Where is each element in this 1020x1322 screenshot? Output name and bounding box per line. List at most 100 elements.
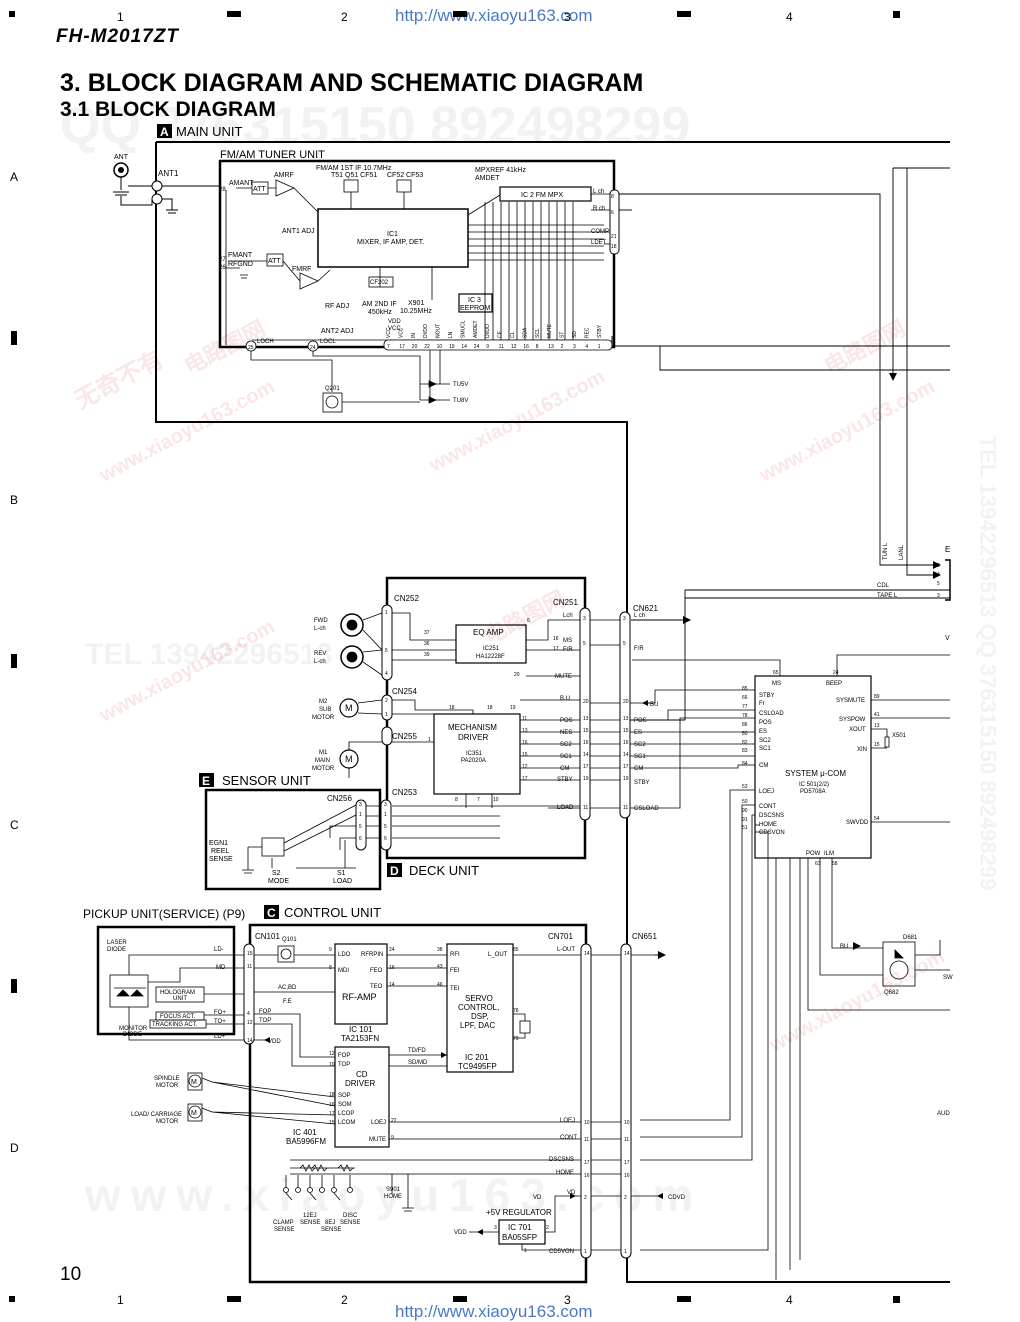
svg-text:16: 16 xyxy=(329,1102,335,1108)
servo-title-3: DSP, xyxy=(471,1012,489,1021)
servo-rfi: RFI xyxy=(450,952,460,958)
svg-text:1: 1 xyxy=(624,1249,627,1255)
tuner-pin-6: 6 xyxy=(611,210,614,216)
tuner-bottom-label: SCL xyxy=(535,328,541,338)
fmrf-amp-icon xyxy=(300,273,318,289)
tu5v-label: TU5V xyxy=(453,382,468,388)
tuner-bottom-pin: 12 xyxy=(511,344,517,350)
main-motor-m: M xyxy=(345,754,353,764)
audio-select-labels: TUN L LANL CDL TAPE L E V 2 5 4 3 xyxy=(877,542,950,642)
svg-text:8: 8 xyxy=(329,965,332,971)
sdmd-label: SD/MD xyxy=(408,1060,428,1066)
home-label: HOME xyxy=(556,1170,574,1176)
deck-nes: NES xyxy=(560,730,572,736)
ic401-label: IC 401 xyxy=(293,1128,317,1137)
hologram-label-2: UNIT xyxy=(173,996,187,1002)
svg-text:11: 11 xyxy=(584,1137,589,1143)
rf-teo: TEO xyxy=(370,984,383,990)
control-letter: C xyxy=(267,906,276,920)
svg-text:10: 10 xyxy=(329,1062,335,1068)
svg-text:18: 18 xyxy=(487,705,493,711)
svg-text:13: 13 xyxy=(583,716,589,722)
ej8-label-1: 8EJ xyxy=(325,1220,335,1226)
cn621-stby: STBY xyxy=(634,780,650,786)
switch-contact-icon xyxy=(348,1188,353,1193)
cn255-connector xyxy=(382,727,392,745)
svg-text:16: 16 xyxy=(583,740,589,746)
att-fm-label: ATT xyxy=(268,258,281,265)
cn621-sc2: SC2 xyxy=(634,742,646,748)
cn253-label: CN253 xyxy=(392,788,417,797)
deck-label: DECK UNIT xyxy=(409,863,479,878)
focus-act-label: FOCUS ACT. xyxy=(160,1014,196,1020)
eeprom-label: EEPROM xyxy=(460,305,491,312)
q682-transistor-icon xyxy=(890,961,908,979)
svg-text:6: 6 xyxy=(359,836,362,842)
m2-label: M2 xyxy=(319,699,328,705)
svg-text:5: 5 xyxy=(359,824,362,830)
cn251-connector xyxy=(580,608,590,820)
svg-text:1: 1 xyxy=(384,812,387,818)
pickup-label: PICKUP UNIT(SERVICE) (P9) xyxy=(83,907,245,921)
ucom-cm: CM xyxy=(759,763,768,769)
tuner-bottom-label: VCC xyxy=(386,327,392,338)
m1-label: M1 xyxy=(319,750,328,756)
cn256-label: CN256 xyxy=(327,794,352,803)
svg-text:13: 13 xyxy=(522,728,528,734)
svg-text:14: 14 xyxy=(247,1038,253,1044)
s1-label: S1 xyxy=(337,870,346,877)
col-label-2: 2 xyxy=(341,10,348,24)
q682-box xyxy=(883,942,915,986)
row-label-c: C xyxy=(10,818,19,832)
tuner-bottom-pin: 13 xyxy=(548,344,554,350)
ic1-box xyxy=(318,209,468,267)
tuner-bottom-label: DI/DO xyxy=(423,324,429,338)
tuner-control-bus xyxy=(614,346,950,370)
t51-label: T51 Q51 CF51 xyxy=(331,172,377,179)
reel-label: REEL xyxy=(211,848,229,855)
tuner-bottom-pin: 20 xyxy=(412,344,418,350)
svg-text:15: 15 xyxy=(247,951,253,957)
ucom-sysmute: SYSMUTE xyxy=(836,698,865,704)
x901-label: X901 xyxy=(408,300,424,307)
drv-sop: SOP xyxy=(338,1093,351,1099)
row-label-a: A xyxy=(10,170,18,184)
cn621-csload: CSLOAD xyxy=(634,806,659,812)
tdfd-label: TD/FD xyxy=(408,1048,426,1054)
acbd-label: AC,BD xyxy=(278,985,297,991)
svg-text:1: 1 xyxy=(584,1249,587,1255)
right-lower: BU D681 Q682 SW AUD xyxy=(840,935,953,1117)
svg-text:2: 2 xyxy=(385,698,388,704)
svg-text:43: 43 xyxy=(437,964,443,970)
grid-tick xyxy=(453,11,467,17)
rf-adj-label: RF ADJ xyxy=(325,303,349,310)
d681-diode-icon xyxy=(895,950,903,958)
ldet-label: LDET xyxy=(591,240,607,246)
svg-text:16: 16 xyxy=(623,740,629,746)
cn621-fr: F/R xyxy=(634,646,644,652)
control-unit-box xyxy=(250,925,586,1282)
ic701-label: IC 701 xyxy=(508,1223,532,1232)
tuner-pin-25: 25 xyxy=(248,345,254,351)
drv-top: TOP xyxy=(338,1062,350,1068)
ucom-top-wires xyxy=(632,655,950,676)
eq-amp-wires xyxy=(392,613,580,676)
ant1-label: ANT1 xyxy=(158,169,179,178)
monitor-label-2: DIODE xyxy=(123,1032,142,1038)
fmant-label: FMANT xyxy=(228,252,253,259)
svg-text:20: 20 xyxy=(514,672,520,678)
cn651-label: CN651 xyxy=(632,932,657,941)
tuner-bottom-pin: 24 xyxy=(474,344,480,350)
svg-text:6: 6 xyxy=(527,618,530,624)
lanl-label: LANL xyxy=(899,544,905,560)
tuner-bottom-label: ST xyxy=(560,332,566,338)
grid-tick xyxy=(677,11,691,17)
tuner-bottom-label: IN xyxy=(411,333,417,338)
bu-arrow-icon xyxy=(642,700,648,706)
grid-tick xyxy=(227,1296,241,1302)
head-wires xyxy=(363,613,382,675)
tuner-gnd-symbol xyxy=(240,275,248,278)
rf-rfrpin: RFRPIN xyxy=(361,952,383,958)
ucom-swvdd: SWVDD xyxy=(846,820,869,826)
